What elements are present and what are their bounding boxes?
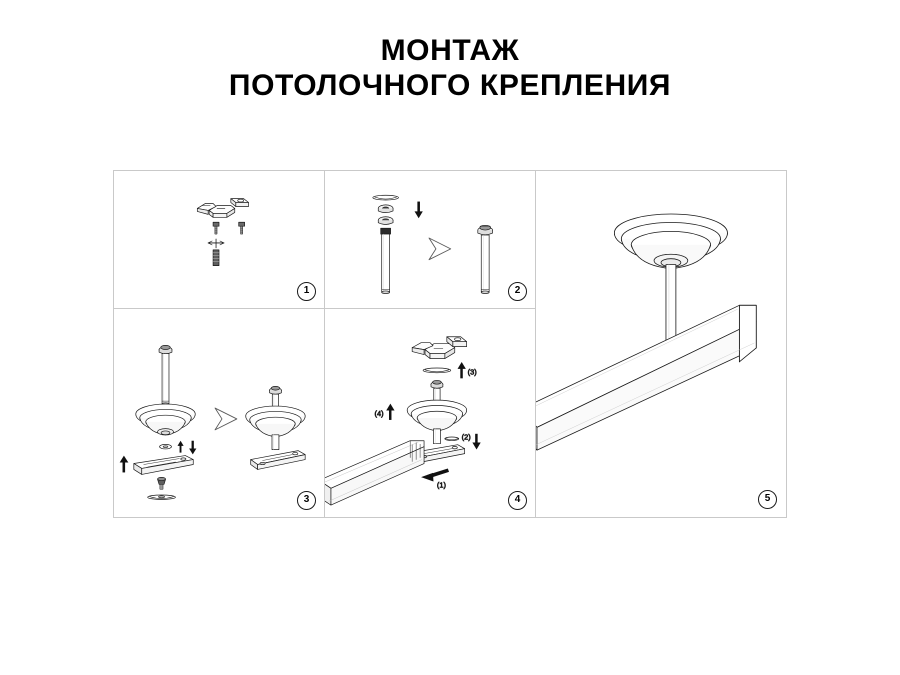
suspension-rod-icon [665,264,677,349]
panel-2-artwork [325,171,535,308]
step-number-1: 1 [297,282,316,301]
proceed-arrow-icon [214,407,238,431]
mounting-bracket-icon [411,336,467,359]
washer-icon [372,194,399,201]
washer-icon [159,444,172,450]
rod-with-nut-icon [158,345,173,406]
screw-right-icon [238,221,245,235]
panel-step-2: 2 [324,170,536,309]
callout-3-arrow-icon [457,361,466,379]
callout-2-label: (2) [462,433,471,442]
title-line-2: ПОТОЛОЧНОГО КРЕПЛЕНИЯ [228,68,672,102]
step-number-2: 2 [508,282,527,301]
panel-step-4: (3) [324,308,536,518]
ceiling-canopy-icon [613,213,728,269]
canopy-cup-icon [406,399,467,445]
callout-2-arrow-icon [472,433,481,450]
callout-4-arrow-icon [386,403,395,420]
step-number-3: 3 [297,491,316,510]
panel-step-1: 1 [113,170,325,309]
small-washer-icon [444,436,460,441]
proceed-arrow-icon [428,237,452,261]
bottom-washer-icon [147,494,176,500]
assembled-canopy-icon [245,386,306,470]
linear-luminaire-profile-icon [536,304,757,451]
step-number-5: 5 [758,490,777,509]
callout-4-label: (4) [375,409,384,418]
rod-assembled-icon [477,224,493,294]
wall-plug-icon [207,238,225,266]
canopy-cup-icon [135,403,196,436]
panel-step-3: 3 [113,308,325,518]
callout-1-arrow-icon [421,468,450,482]
screw-icon [157,477,166,490]
screw-left-icon [212,221,220,235]
down-arrow-icon [414,201,423,219]
down-arrow-icon [189,440,197,455]
nut-lower-icon [377,216,394,225]
callout-1-label: (1) [437,480,446,489]
panel-3-artwork [114,309,324,517]
rod-before-icon [380,227,391,294]
up-arrow-icon [119,455,129,473]
linear-profile-icon [325,440,425,506]
washer-icon [422,367,452,374]
mount-plate-icon [133,455,194,475]
mounting-bracket-icon [196,198,249,218]
nut-upper-icon [377,204,394,213]
page-title: МОНТАЖ ПОТОЛОЧНОГО КРЕПЛЕНИЯ [0,34,900,104]
panel-1-artwork [114,171,324,308]
step-number-4: 4 [508,491,527,510]
panel-step-5: 5 [535,170,787,518]
title-line-1: МОНТАЖ [380,34,520,67]
panel-5-artwork [536,171,786,517]
instruction-figure: 1 [113,170,787,518]
callout-3-label: (3) [468,367,477,376]
panel-4-artwork: (3) [325,309,535,517]
arrow-up-small-icon [177,440,184,453]
rod-with-nut-icon [430,380,444,403]
